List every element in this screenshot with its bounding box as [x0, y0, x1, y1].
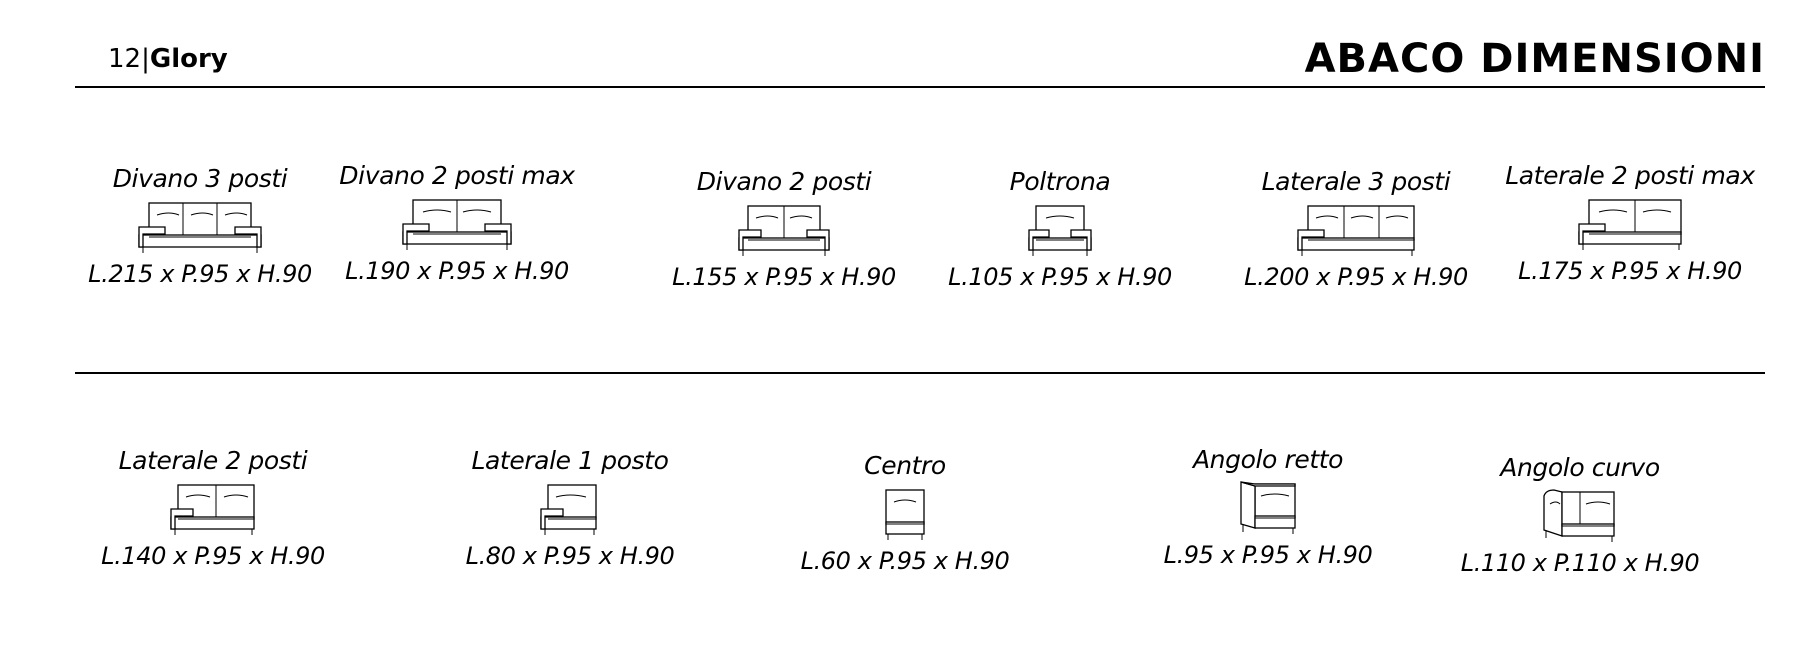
- item-name: Laterale 2 posti max: [1505, 161, 1755, 190]
- item-name: Divano 3 posti: [112, 164, 288, 193]
- sofa-2-seat-max-icon: [327, 194, 587, 254]
- item-dimensions: L.215 x P.95 x H.90: [88, 260, 312, 288]
- top-divider: [75, 86, 1765, 88]
- page-header-left: 12|Glory: [108, 44, 228, 74]
- item-name: Angolo retto: [1192, 445, 1344, 474]
- page-number: 12: [108, 44, 142, 74]
- item-name: Divano 2 posti max: [339, 161, 575, 190]
- item-dimensions: L.200 x P.95 x H.90: [1244, 263, 1468, 291]
- row-divider: [75, 372, 1765, 374]
- catalog-item-divano-2-posti: Divano 2 posti L.155 x P.95 x H.90: [654, 166, 914, 292]
- item-dimensions: L.60 x P.95 x H.90: [800, 547, 1010, 575]
- curved-corner-icon: [1450, 486, 1710, 546]
- catalog-item-poltrona: Poltrona L.105 x P.95 x H.90: [930, 166, 1190, 292]
- item-dimensions: L.95 x P.95 x H.90: [1163, 541, 1373, 569]
- armchair-icon: [930, 200, 1190, 260]
- item-dimensions: L.155 x P.95 x H.90: [672, 263, 896, 291]
- catalog-item-divano-2-posti-max: Divano 2 posti max L.190 x P.95 x H.90: [327, 160, 587, 286]
- side-1-seat-icon: [440, 479, 700, 539]
- center-module-icon: [775, 484, 1035, 544]
- header-separator: |: [141, 44, 150, 74]
- catalog-item-angolo-retto: Angolo retto L.95 x P.95 x H.90: [1138, 444, 1398, 570]
- item-dimensions: L.190 x P.95 x H.90: [345, 257, 569, 285]
- item-dimensions: L.175 x P.95 x H.90: [1518, 257, 1742, 285]
- sofa-2-seat-icon: [654, 200, 914, 260]
- catalog-item-laterale-3-posti: Laterale 3 posti L.200 x P.95 x H.90: [1226, 166, 1486, 292]
- brand-name: Glory: [149, 44, 228, 74]
- square-corner-icon: [1138, 478, 1398, 538]
- catalog-item-angolo-curvo: Angolo curvo L.110 x P.110 x H.90: [1450, 452, 1710, 578]
- item-dimensions: L.140 x P.95 x H.90: [101, 542, 325, 570]
- side-2-seat-max-icon: [1500, 194, 1760, 254]
- catalog-item-centro: Centro L.60 x P.95 x H.90: [775, 450, 1035, 576]
- item-name: Laterale 1 posto: [471, 446, 669, 475]
- page-title: ABACO DIMENSIONI: [1304, 36, 1765, 82]
- side-3-seat-icon: [1226, 200, 1486, 260]
- catalog-item-laterale-1-posto: Laterale 1 posto L.80 x P.95 x H.90: [440, 445, 700, 571]
- sofa-3-seat-icon: [70, 197, 330, 257]
- item-name: Angolo curvo: [1500, 453, 1660, 482]
- item-name: Laterale 2 posti: [118, 446, 308, 475]
- item-dimensions: L.80 x P.95 x H.90: [465, 542, 675, 570]
- catalog-item-laterale-2-posti-max: Laterale 2 posti max L.175 x P.95 x H.90: [1500, 160, 1760, 286]
- item-name: Divano 2 posti: [696, 167, 872, 196]
- catalog-item-laterale-2-posti: Laterale 2 posti L.140 x P.95 x H.90: [83, 445, 343, 571]
- item-name: Poltrona: [1009, 167, 1111, 196]
- item-dimensions: L.105 x P.95 x H.90: [948, 263, 1172, 291]
- item-name: Laterale 3 posti: [1261, 167, 1451, 196]
- item-name: Centro: [864, 451, 946, 480]
- item-dimensions: L.110 x P.110 x H.90: [1460, 549, 1700, 577]
- catalog-item-divano-3-posti: Divano 3 posti L.215 x P.95 x H.90: [70, 163, 330, 289]
- side-2-seat-icon: [83, 479, 343, 539]
